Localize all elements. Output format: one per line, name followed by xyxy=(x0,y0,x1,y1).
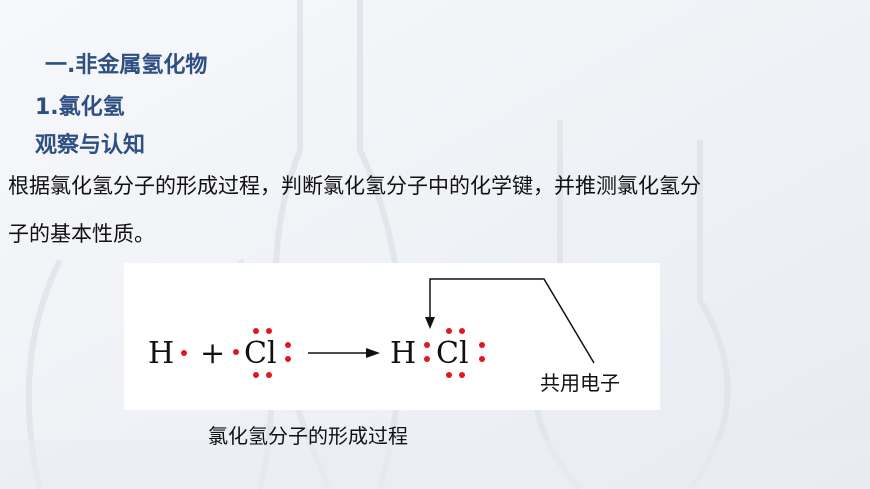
cl-atom-right: Cl xyxy=(436,336,469,371)
shared-electron-label: 共用电子 xyxy=(540,371,620,395)
subsection-heading: 1.氯化氢 xyxy=(35,95,125,120)
cl-electron-bottom-2 xyxy=(266,372,272,378)
cl-electron-right-2 xyxy=(285,356,291,362)
cl-electron-right-1 xyxy=(285,342,291,348)
hcl-electron-top-1 xyxy=(446,328,452,334)
cl-atom-left: Cl xyxy=(244,336,277,371)
shared-electron-2 xyxy=(424,356,430,362)
hcl-electron-right-1 xyxy=(479,342,485,348)
hcl-electron-bottom-2 xyxy=(459,372,465,378)
hcl-electron-bottom-1 xyxy=(446,372,452,378)
hcl-electron-right-2 xyxy=(479,356,485,362)
shared-electron-pointer-head xyxy=(425,317,435,329)
cl-electron-top-1 xyxy=(253,328,259,334)
h-atom-left: H xyxy=(148,336,174,371)
shared-electron-pointer xyxy=(429,278,595,364)
cl-electron-single xyxy=(233,349,239,355)
plus-sign: + xyxy=(200,336,225,371)
hcl-electron-top-2 xyxy=(459,328,465,334)
h-electron-dot xyxy=(181,350,187,356)
hcl-formation-figure: H + Cl H Cl 共用电子 xyxy=(124,263,660,410)
electron-dot-equation: H + Cl H Cl 共用电子 xyxy=(148,278,620,395)
activity-heading: 观察与认知 xyxy=(35,133,146,158)
cl-electron-bottom-1 xyxy=(253,372,259,378)
shared-electron-1 xyxy=(424,342,430,348)
reaction-arrow-head xyxy=(366,348,380,358)
paragraph-line-2: 子的基本性质。 xyxy=(8,222,155,246)
figure-caption: 氯化氢分子的形成过程 xyxy=(208,424,408,448)
paragraph-line-1: 根据氯化氢分子的形成过程，判断氯化氢分子中的化学键，并推测氯化氢分 xyxy=(8,174,701,198)
cl-electron-top-2 xyxy=(266,328,272,334)
h-atom-right: H xyxy=(390,336,416,371)
section-heading: 一.非金属氢化物 xyxy=(45,53,208,78)
